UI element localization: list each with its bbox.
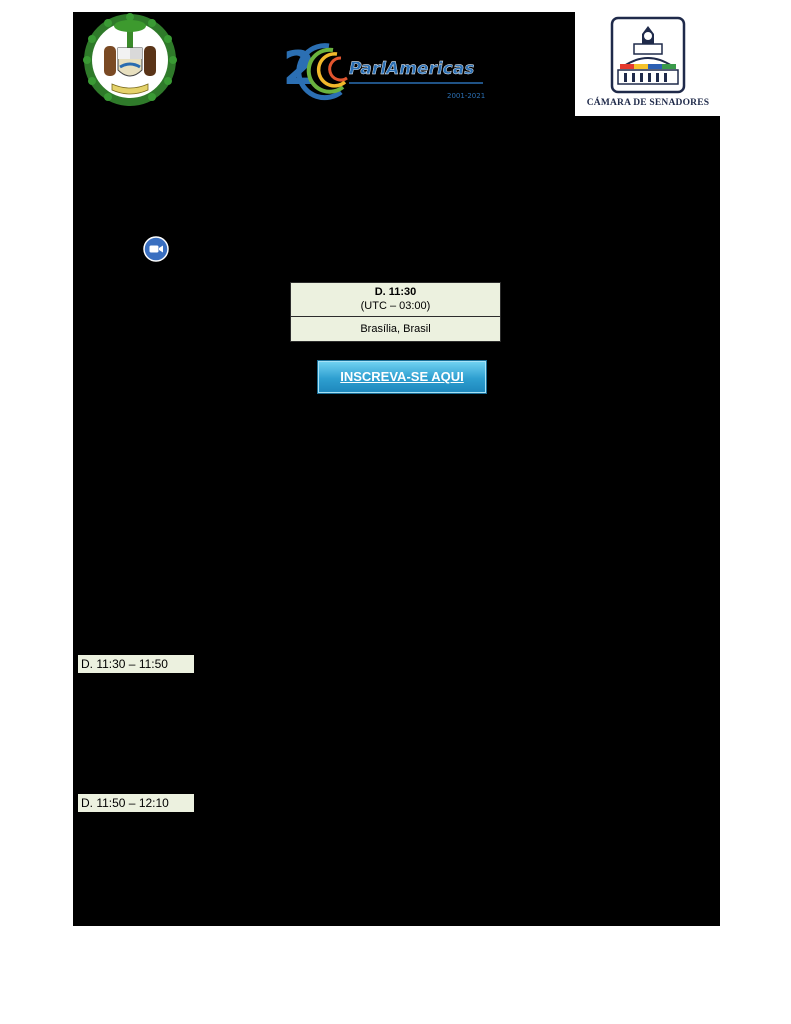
senate-name: CÁMARA DE SENADORES xyxy=(586,98,710,108)
video-camera-icon[interactable] xyxy=(143,236,169,262)
content-area xyxy=(73,12,720,926)
belize-coat-of-arms-icon xyxy=(82,12,178,108)
event-time: D. 11:30 xyxy=(374,286,417,298)
time-table: D. 11:30 (UTC – 03:00) Brasília, Brasil xyxy=(290,282,501,342)
senate-logo: CÁMARA DE SENADORES xyxy=(575,0,721,116)
parlamericas-20-logo-icon: 2 ParlAmericas 2001-2021 xyxy=(283,36,489,102)
agenda-slot: D. 11:50 – 12:10 xyxy=(78,794,194,812)
svg-text:2001-2021: 2001-2021 xyxy=(447,92,485,100)
time-cell: D. 11:30 (UTC – 03:00) xyxy=(291,283,500,317)
agenda-slot: D. 11:30 – 11:50 xyxy=(78,655,194,673)
register-button[interactable]: INSCREVA-SE AQUI xyxy=(318,361,486,393)
event-city: Brasília, Brasil xyxy=(360,323,431,335)
camara-de-senadores-building-icon xyxy=(610,16,686,94)
svg-text:ParlAmericas: ParlAmericas xyxy=(349,59,474,79)
event-timezone: (UTC – 03:00) xyxy=(360,300,431,312)
